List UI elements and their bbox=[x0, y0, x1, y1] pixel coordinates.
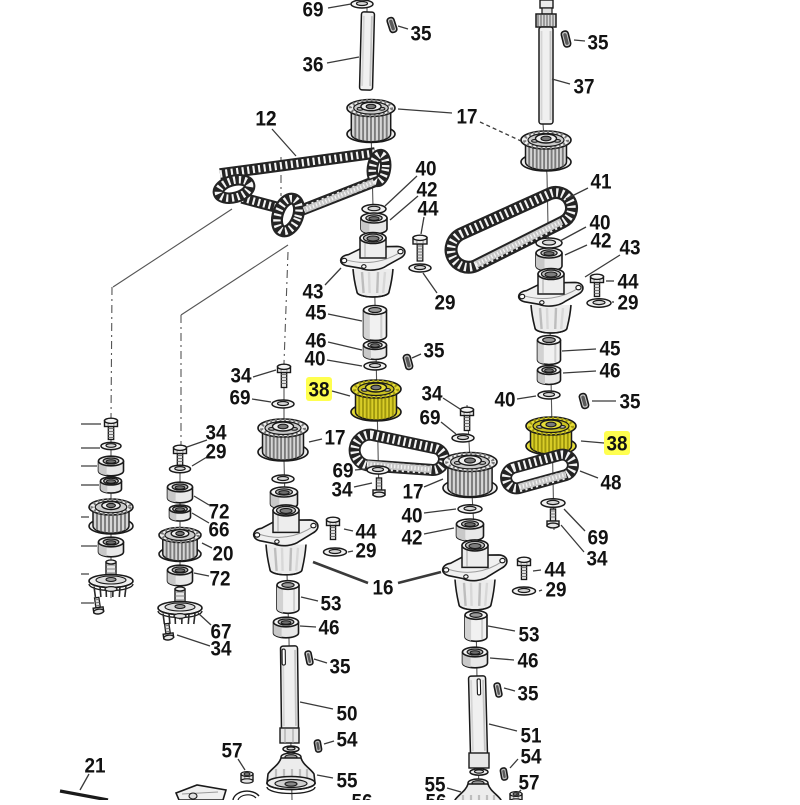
svg-text:40: 40 bbox=[495, 388, 516, 412]
svg-text:21: 21 bbox=[85, 754, 106, 778]
svg-text:35: 35 bbox=[588, 31, 609, 55]
svg-text:29: 29 bbox=[206, 440, 227, 464]
svg-text:29: 29 bbox=[618, 291, 639, 315]
svg-text:40: 40 bbox=[402, 504, 423, 528]
svg-text:45: 45 bbox=[600, 337, 621, 361]
svg-text:69: 69 bbox=[420, 406, 441, 430]
svg-text:53: 53 bbox=[519, 623, 540, 647]
svg-text:20: 20 bbox=[213, 542, 234, 566]
svg-text:46: 46 bbox=[319, 616, 340, 640]
svg-text:35: 35 bbox=[411, 22, 432, 46]
svg-text:12: 12 bbox=[256, 107, 277, 131]
svg-text:46: 46 bbox=[518, 649, 539, 673]
svg-text:34: 34 bbox=[231, 364, 252, 388]
svg-text:42: 42 bbox=[402, 526, 423, 550]
svg-text:72: 72 bbox=[210, 567, 231, 591]
svg-text:17: 17 bbox=[403, 480, 424, 504]
svg-text:38: 38 bbox=[309, 378, 330, 402]
svg-text:48: 48 bbox=[601, 471, 622, 495]
svg-text:66: 66 bbox=[209, 518, 230, 542]
svg-text:56: 56 bbox=[426, 790, 447, 801]
svg-text:57: 57 bbox=[519, 771, 540, 795]
svg-text:35: 35 bbox=[330, 655, 351, 679]
svg-text:43: 43 bbox=[620, 236, 641, 260]
svg-text:29: 29 bbox=[356, 539, 377, 563]
svg-text:34: 34 bbox=[422, 382, 443, 406]
svg-text:38: 38 bbox=[607, 432, 628, 456]
svg-text:35: 35 bbox=[518, 682, 539, 706]
svg-text:34: 34 bbox=[332, 478, 353, 502]
svg-text:17: 17 bbox=[457, 105, 478, 129]
svg-text:16: 16 bbox=[373, 576, 394, 600]
svg-text:54: 54 bbox=[521, 745, 542, 769]
svg-text:44: 44 bbox=[418, 197, 439, 221]
svg-text:36: 36 bbox=[303, 53, 324, 77]
svg-text:35: 35 bbox=[424, 339, 445, 363]
svg-text:69: 69 bbox=[230, 386, 251, 410]
svg-text:69: 69 bbox=[303, 0, 324, 22]
svg-text:37: 37 bbox=[574, 75, 595, 99]
svg-text:54: 54 bbox=[337, 728, 358, 752]
svg-text:41: 41 bbox=[591, 170, 612, 194]
svg-text:50: 50 bbox=[337, 702, 358, 726]
svg-text:17: 17 bbox=[325, 426, 346, 450]
svg-text:29: 29 bbox=[435, 291, 456, 315]
svg-text:45: 45 bbox=[306, 301, 327, 325]
svg-text:53: 53 bbox=[321, 592, 342, 616]
svg-text:46: 46 bbox=[600, 359, 621, 383]
svg-text:34: 34 bbox=[211, 637, 232, 661]
svg-text:29: 29 bbox=[546, 578, 567, 602]
svg-text:34: 34 bbox=[587, 547, 608, 571]
svg-text:56: 56 bbox=[352, 790, 373, 801]
svg-text:42: 42 bbox=[591, 229, 612, 253]
svg-text:57: 57 bbox=[222, 739, 243, 763]
svg-text:35: 35 bbox=[620, 390, 641, 414]
svg-text:40: 40 bbox=[305, 347, 326, 371]
